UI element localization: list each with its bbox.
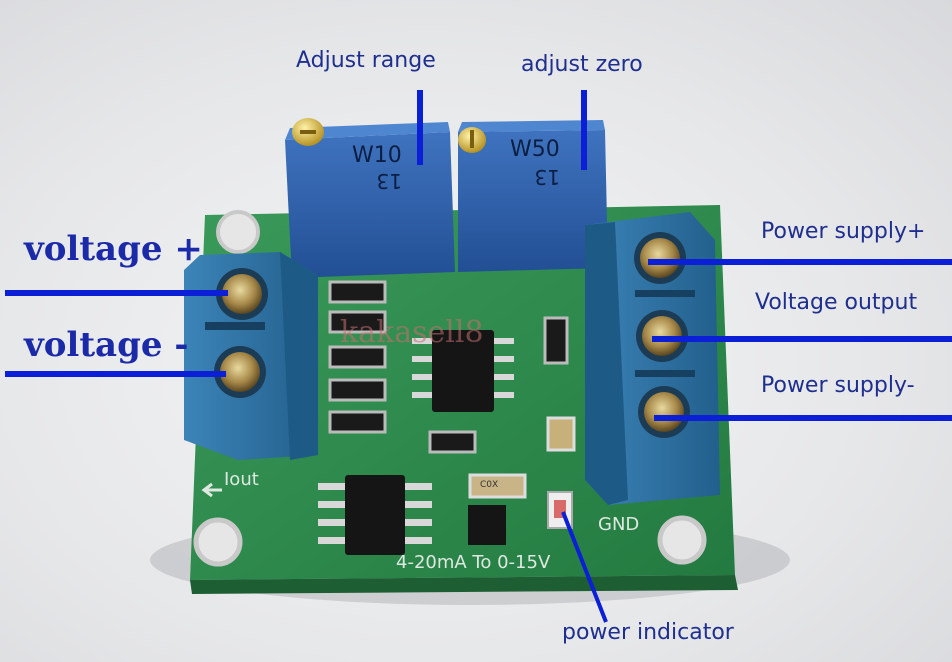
silk-model: 4-20mA To 0-15V <box>396 552 551 573</box>
pot-right-num: 13 <box>535 165 560 189</box>
silk-iout: Iout <box>224 469 259 490</box>
potentiometer-range <box>285 118 455 278</box>
screw-voltage-minus <box>220 352 260 392</box>
callout-arrows <box>5 90 952 623</box>
pot-left-code: W10 <box>352 143 402 168</box>
label-power-indicator: power indicator <box>562 620 734 645</box>
mount-hole-bottom-right <box>657 515 707 565</box>
output-terminal-block <box>585 212 720 505</box>
pot-left-num: 13 <box>377 169 402 193</box>
silk-cap: C0X <box>480 480 498 490</box>
label-adjust-range: Adjust range <box>296 48 436 73</box>
label-voltage-minus: voltage - <box>24 325 189 365</box>
label-voltage-plus: voltage + <box>24 229 203 269</box>
transistor <box>468 505 506 545</box>
label-power-supply-plus: Power supply+ <box>761 219 926 244</box>
arrow-power-indicator <box>561 511 608 623</box>
screw-power-plus <box>640 238 680 278</box>
regulator-chip <box>318 475 432 555</box>
pot-right-code: W50 <box>510 137 560 162</box>
label-power-supply-minus: Power supply- <box>761 373 915 398</box>
mount-hole-top-left <box>216 210 260 254</box>
mount-hole-bottom-left <box>193 517 243 567</box>
label-adjust-zero: adjust zero <box>521 52 643 77</box>
screw-voltage-plus <box>222 274 262 314</box>
screw-power-minus <box>644 392 684 432</box>
smd-resistors <box>328 280 576 499</box>
input-terminal-block <box>184 252 318 460</box>
label-voltage-output: Voltage output <box>755 290 918 315</box>
iout-arrow-icon <box>201 482 222 498</box>
potentiometer-zero <box>458 120 608 272</box>
silk-gnd: GND <box>598 514 639 535</box>
watermark: kakasell8 <box>340 315 484 350</box>
op-amp-chip <box>412 330 514 412</box>
